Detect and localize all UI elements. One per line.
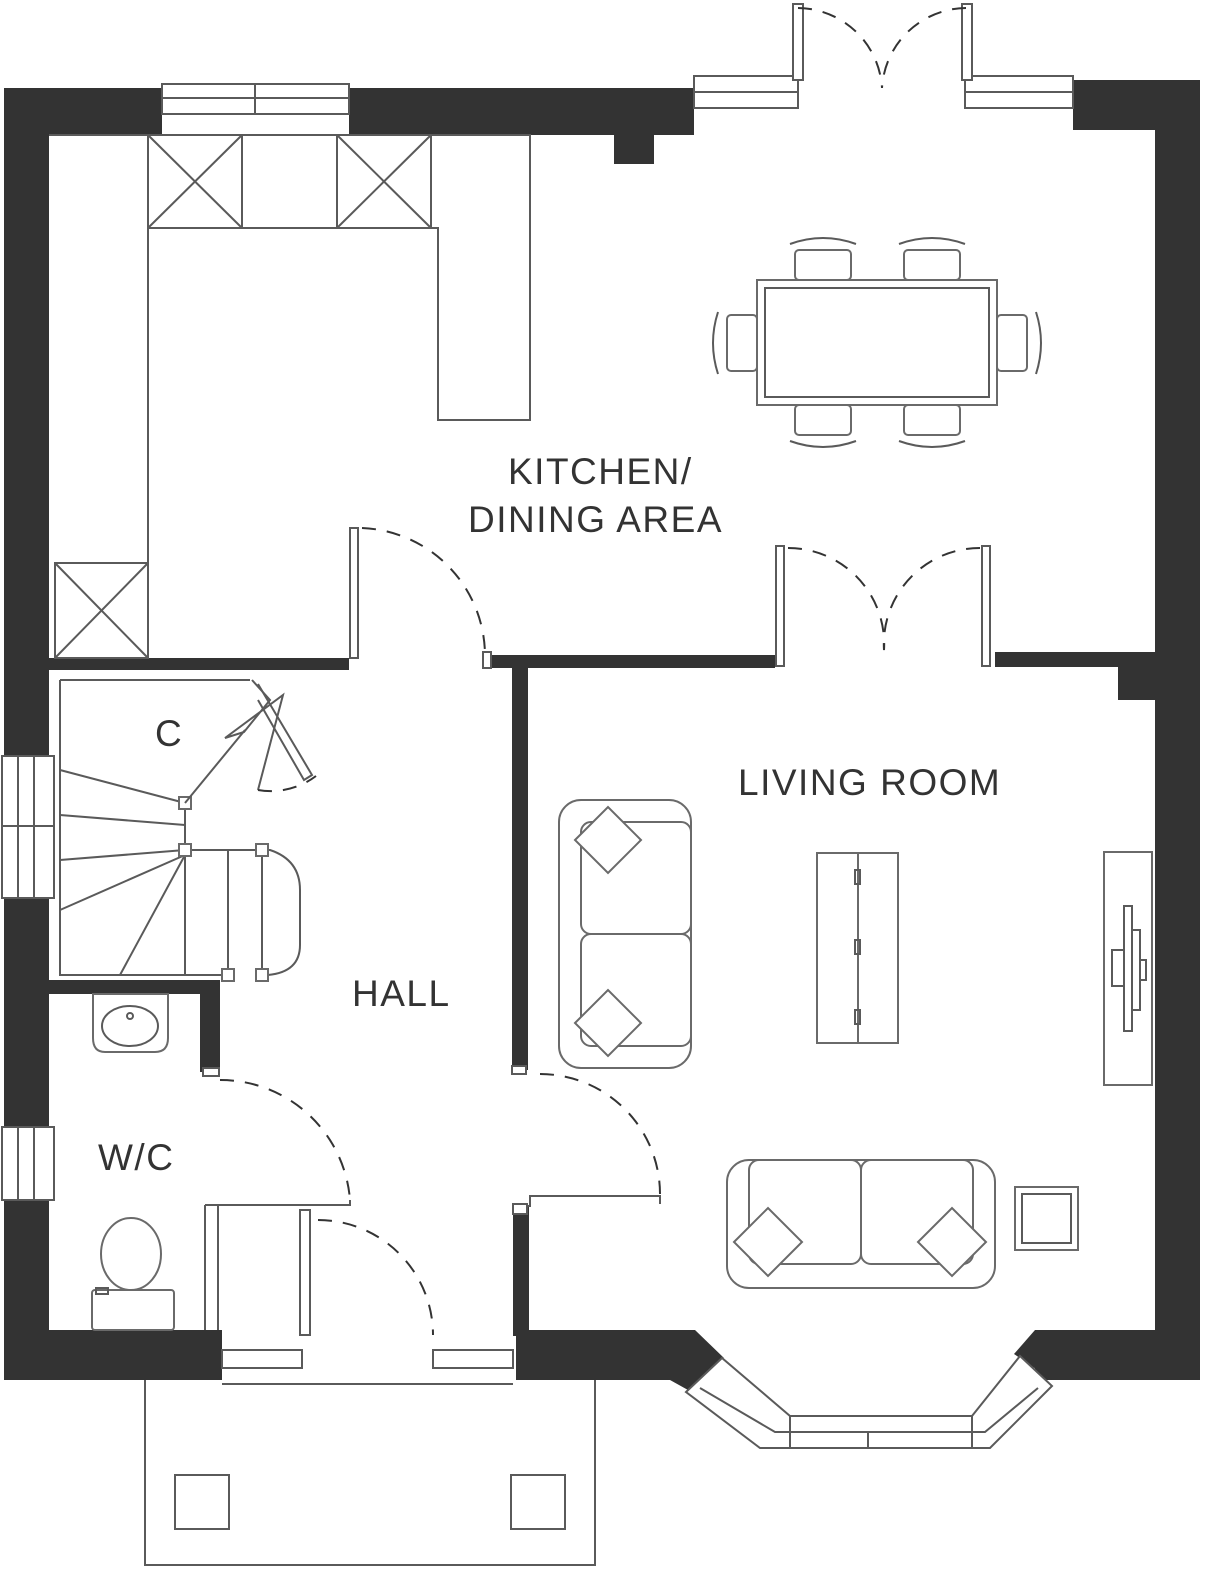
tv-unit-icon — [1103, 851, 1153, 1086]
wc-door — [202, 1067, 351, 1330]
kitchen-worktop-icon — [49, 134, 531, 659]
kitchen-label-line2: DINING AREA — [468, 499, 723, 540]
sofa-icon — [726, 1159, 996, 1289]
bay-window-icon — [684, 1354, 1054, 1449]
front-door — [299, 1209, 434, 1336]
coffee-table-icon — [816, 852, 899, 1044]
staircase-icon — [59, 679, 317, 982]
exterior-walls — [4, 80, 1200, 1390]
side-table-icon — [1014, 1186, 1079, 1251]
dining-table-icon — [712, 237, 1042, 448]
hall-label: HALL — [352, 973, 451, 1014]
hall-front-window — [221, 1349, 514, 1385]
toilet-icon — [91, 1217, 175, 1331]
front-porch — [144, 1380, 596, 1566]
kitchen-living-doors — [775, 545, 991, 667]
stair-window — [1, 755, 55, 899]
basin-icon — [92, 993, 169, 1053]
cupboard-label: C — [155, 713, 183, 754]
garden-doors — [693, 3, 1074, 109]
kitchen-label-line1: KITCHEN/ — [508, 451, 693, 492]
wc-label: W/C — [98, 1137, 174, 1178]
living-room-label: LIVING ROOM — [738, 762, 1001, 803]
wc-window — [1, 1126, 55, 1201]
sofa-icon — [558, 799, 692, 1069]
kitchen-window — [161, 83, 350, 115]
hall-living-door — [511, 1065, 661, 1215]
kitchen-hall-door — [349, 527, 492, 669]
interior-walls — [49, 652, 1157, 1336]
